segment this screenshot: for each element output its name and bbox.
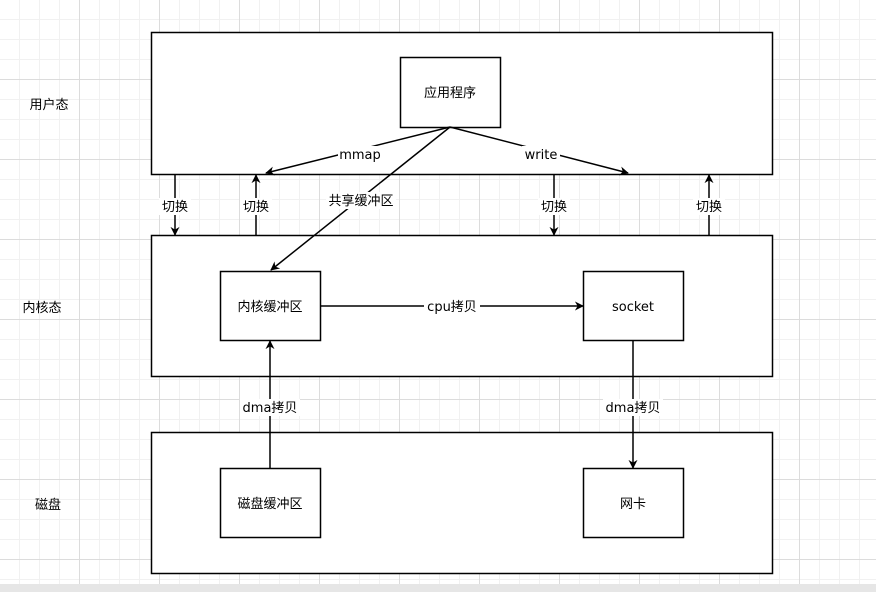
- switch-label-3-bg: [538, 198, 570, 215]
- nic-label: 网卡: [620, 497, 646, 512]
- mmap-label-bg: [338, 146, 382, 163]
- kernel-space-label: 内核态: [22, 300, 61, 316]
- dma-copy-out-label: dma拷贝: [606, 401, 661, 416]
- switch-label-4: 切换: [696, 200, 722, 215]
- disk-buffer-label: 磁盘缓冲区: [237, 496, 302, 512]
- dma-copy-out-label-bg: [603, 399, 663, 416]
- disk-label: 磁盘: [35, 497, 61, 513]
- user-space-label: 用户态: [29, 97, 68, 113]
- switch-label-4-bg: [693, 198, 725, 215]
- bottom-scroll-track: [0, 584, 876, 592]
- dma-copy-in-label: dma拷贝: [243, 401, 298, 416]
- shared-buffer-label: 共享缓冲区: [328, 193, 393, 209]
- shared-buffer-label-bg: [326, 192, 396, 209]
- kernel-buffer-label: 内核缓冲区: [237, 299, 302, 315]
- dma-copy-in-label-bg: [240, 399, 300, 416]
- nic-box: [582, 467, 685, 539]
- mmap-label: mmap: [339, 148, 381, 163]
- switch-label-1: 切换: [162, 200, 188, 215]
- switch-label-2-bg: [240, 198, 272, 215]
- application-box: [399, 56, 502, 129]
- application-label: 应用程序: [424, 85, 476, 101]
- cpu-copy-label-bg: [424, 298, 480, 315]
- switch-label-2: 切换: [243, 200, 269, 215]
- write-label-bg: [522, 146, 560, 163]
- disk-buffer-box: [219, 467, 322, 539]
- socket-label: socket: [612, 300, 654, 315]
- write-label: write: [525, 148, 558, 163]
- switch-label-1-bg: [159, 198, 191, 215]
- switch-label-3: 切换: [541, 200, 567, 215]
- cpu-copy-label: cpu拷贝: [427, 300, 477, 315]
